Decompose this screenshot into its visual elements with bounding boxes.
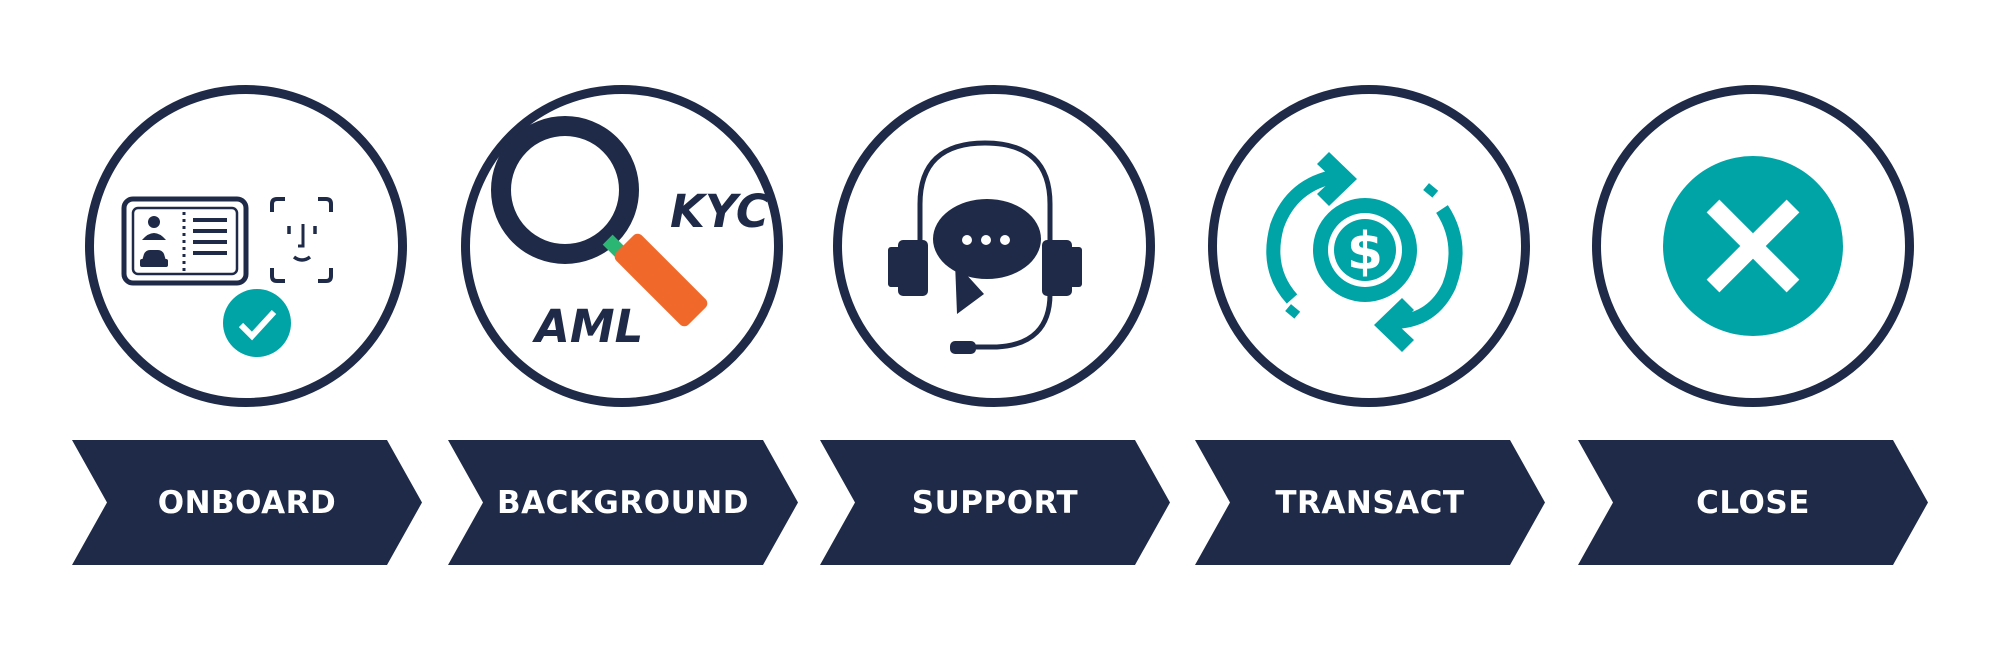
- background-chevron: BACKGROUND: [448, 440, 798, 565]
- close-label: CLOSE: [1696, 484, 1810, 521]
- onboard-chevron: ONBOARD: [72, 440, 422, 565]
- dollar-exchange-icon: $: [1266, 152, 1463, 352]
- onboard-label: ONBOARD: [157, 484, 337, 521]
- onboard-icon-circle: [85, 85, 407, 407]
- kyc-text: KYC: [670, 185, 769, 238]
- close-icon-circle: [1592, 85, 1914, 407]
- svg-text:$: $: [1347, 222, 1383, 282]
- support-label: SUPPORT: [911, 484, 1079, 521]
- transact-icon-circle: $: [1208, 85, 1530, 407]
- headset-chat-icon: [888, 140, 1082, 354]
- transact-chevron: TRANSACT: [1195, 440, 1545, 565]
- background-label: BACKGROUND: [497, 484, 749, 521]
- transact-label: TRANSACT: [1275, 484, 1465, 521]
- background-icon-circle: KYC AML: [461, 85, 783, 407]
- id-card-face-scan-check-icon: [121, 196, 333, 357]
- magnifier-kyc-aml-icon: KYC AML: [491, 116, 769, 353]
- support-icon-circle: [833, 85, 1155, 407]
- support-chevron: SUPPORT: [820, 440, 1170, 565]
- close-chevron: CLOSE: [1578, 440, 1928, 565]
- close-x-icon: [1663, 156, 1843, 336]
- aml-text: AML: [532, 300, 643, 353]
